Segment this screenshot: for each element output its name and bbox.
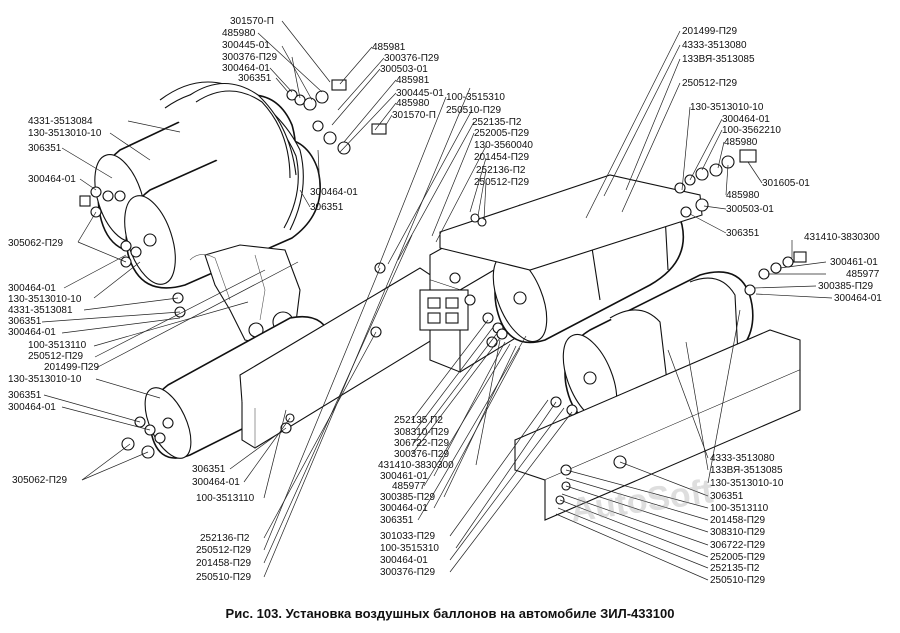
part-label: 301570-П <box>392 110 436 121</box>
part-label: 306351 <box>238 73 272 84</box>
part-label: 485980 <box>222 28 256 39</box>
part-label: 300376-П29 <box>384 53 440 64</box>
part-label: 133ВЯ-3513085 <box>682 54 755 65</box>
part-label: 300503-01 <box>380 64 428 75</box>
part-label: 300464-01 <box>834 293 882 304</box>
part-label: 250512-П29 <box>682 78 738 89</box>
part-label: 201458-П29 <box>196 558 252 569</box>
part-label: 306722-П29 <box>394 438 450 449</box>
part-label: 201458-П29 <box>710 515 766 526</box>
part-label: 252005-П29 <box>710 552 766 563</box>
part-label: 301570-П <box>230 16 274 27</box>
part-label: 300461-01 <box>380 471 428 482</box>
part-label: 300464-01 <box>192 477 240 488</box>
part-label: 201454-П29 <box>474 152 530 163</box>
part-label: 300385-П29 <box>380 492 436 503</box>
part-label: 100-3515310 <box>446 92 505 103</box>
part-label: 4331-3513081 <box>8 305 73 316</box>
part-label: 485980 <box>726 190 760 201</box>
part-label: 133ВЯ-3513085 <box>710 465 783 476</box>
part-label: 252135-П2 <box>472 117 522 128</box>
figure-caption: Рис. 103. Установка воздушных баллонов н… <box>225 606 675 621</box>
part-label: 100-3513110 <box>28 340 87 351</box>
part-label: 300464-01 <box>722 114 770 125</box>
part-label: 300464-01 <box>380 555 428 566</box>
leader-lines <box>41 20 833 581</box>
part-label: 300376-П29 <box>222 52 278 63</box>
part-label: 301605-01 <box>762 178 810 189</box>
part-label: 431410-3830300 <box>804 232 880 243</box>
part-label: 300376-П29 <box>380 567 436 578</box>
part-label: 306722-П29 <box>710 540 766 551</box>
part-label: 130-3513010-10 <box>710 478 784 489</box>
part-label: 308310-П29 <box>394 427 450 438</box>
part-label: 305062-П29 <box>8 238 64 249</box>
part-label: 306351 <box>192 464 226 475</box>
part-label: 252136-П2 <box>200 533 250 544</box>
part-label: 300464-01 <box>380 503 428 514</box>
part-label: 252135 П2 <box>394 415 443 426</box>
part-label: 485981 <box>372 42 406 53</box>
part-label: 250512-П29 <box>474 177 530 188</box>
part-label: 130-3513010-10 <box>8 374 82 385</box>
part-label: 130-3513010-10 <box>8 294 82 305</box>
part-label: 306351 <box>28 143 62 154</box>
part-label: 100-3513110 <box>710 503 769 514</box>
part-label: 300376-П29 <box>394 449 450 460</box>
part-label: 485980 <box>724 137 758 148</box>
part-label: 252135-П2 <box>710 563 760 574</box>
upper-right-air-tank <box>439 174 703 344</box>
part-label: 300464-01 <box>8 327 56 338</box>
part-label: 485977 <box>846 269 880 280</box>
part-label: 252136-П2 <box>476 165 526 176</box>
part-label: 306351 <box>310 202 344 213</box>
part-label: 250510-П29 <box>446 105 502 116</box>
lower-right-air-tank <box>514 271 801 521</box>
part-label: 301033-П29 <box>380 531 436 542</box>
part-label: 300464-01 <box>8 402 56 413</box>
part-label: 250512-П29 <box>28 351 84 362</box>
part-label: 485981 <box>396 75 430 86</box>
part-label: 300464-01 <box>28 174 76 185</box>
part-label: 201499-П29 <box>44 362 100 373</box>
part-label: 300445-01 <box>396 88 444 99</box>
part-label: 201499-П29 <box>682 26 738 37</box>
part-label: 306351 <box>8 390 42 401</box>
part-label: 100-3562210 <box>722 125 781 136</box>
part-label: 250512-П29 <box>196 545 252 556</box>
part-label: 100-3515310 <box>380 543 439 554</box>
part-label: 300385-П29 <box>818 281 874 292</box>
part-label: 431410-3830300 <box>378 460 454 471</box>
part-label: 300464-01 <box>310 187 358 198</box>
part-label: 250510-П29 <box>710 575 766 586</box>
upper-left-air-tank <box>94 81 321 346</box>
part-label: 308310-П29 <box>710 527 766 538</box>
part-label: 300503-01 <box>726 204 774 215</box>
part-label: 485977 <box>392 481 426 492</box>
part-label: 300464-01 <box>222 63 270 74</box>
part-label: 252005-П29 <box>474 128 530 139</box>
part-label: 130-3560040 <box>474 140 533 151</box>
part-label: 130-3513010-10 <box>690 102 764 113</box>
part-label: 130-3513010-10 <box>28 128 102 139</box>
part-label: 485980 <box>396 98 430 109</box>
part-label: 300464-01 <box>8 283 56 294</box>
part-label: 4331-3513084 <box>28 116 93 127</box>
lower-left-air-tank <box>144 267 433 459</box>
part-label: 100-3513110 <box>196 493 255 504</box>
part-label: 306351 <box>710 491 744 502</box>
part-label: 300461-01 <box>830 257 878 268</box>
part-label: 250510-П29 <box>196 572 252 583</box>
part-label: 4333-3513080 <box>682 40 747 51</box>
part-label: 306351 <box>726 228 760 239</box>
part-label: 300445-01 <box>222 40 270 51</box>
part-label: 4333-3513080 <box>710 453 775 464</box>
part-label: 306351 <box>380 515 414 526</box>
part-label: 306351 <box>8 316 42 327</box>
part-label: 305062-П29 <box>12 475 68 486</box>
